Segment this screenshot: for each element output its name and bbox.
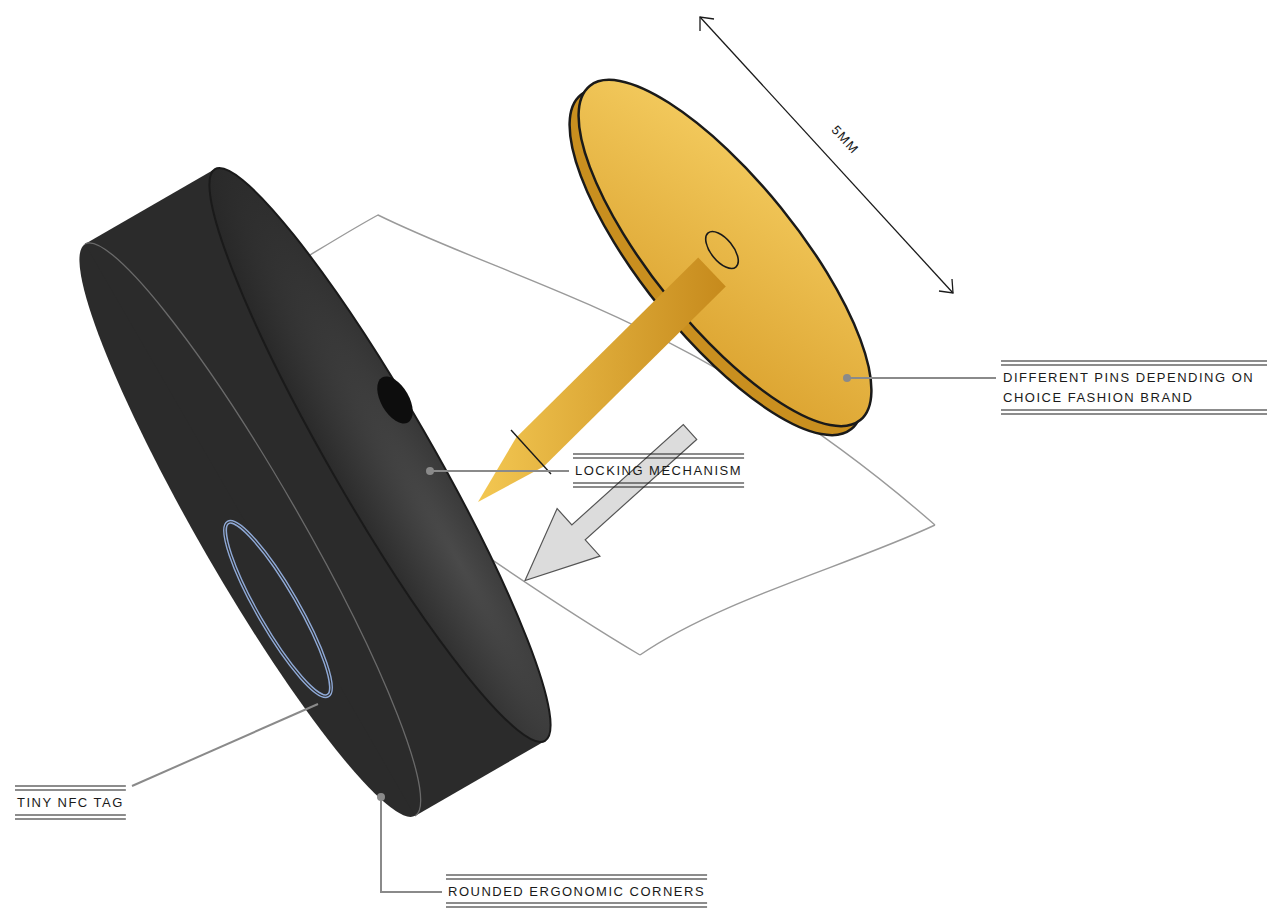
leaders xyxy=(132,378,996,892)
leader-line xyxy=(430,470,569,472)
leader-dot xyxy=(377,793,385,801)
label-rule xyxy=(573,457,744,458)
leader-line xyxy=(847,377,996,379)
label-rule xyxy=(1001,413,1267,414)
callout-label: DIFFERENT PINS DEPENDING ON CHOICE FASHI… xyxy=(1003,368,1265,408)
nfc-tag xyxy=(211,512,346,705)
rounded-rim xyxy=(85,243,421,816)
nfc-tag-inner xyxy=(211,512,346,705)
callout-label: LOCKING MECHANISM xyxy=(575,461,742,481)
dimension-label: 5MM xyxy=(826,121,863,159)
leader-dot xyxy=(426,467,434,475)
label-rule xyxy=(573,486,744,487)
label-rule xyxy=(446,874,707,875)
arrow-head xyxy=(700,17,714,31)
label-rule xyxy=(1001,360,1267,361)
label-rule xyxy=(15,814,126,815)
locking-cylinder xyxy=(42,144,589,841)
callout-label: ROUNDED ERGONOMIC CORNERS xyxy=(448,882,705,902)
label-rule xyxy=(446,902,707,903)
label-rule xyxy=(15,785,126,786)
pin-shaft-line xyxy=(511,430,551,474)
label-rule xyxy=(446,878,707,879)
label-rule xyxy=(15,789,126,790)
callout-label: TINY NFC TAG xyxy=(17,793,124,813)
label-rule xyxy=(573,453,744,454)
label-rule xyxy=(1001,364,1267,365)
block-arrow xyxy=(504,408,712,604)
label-rule xyxy=(1001,409,1267,410)
pin-hole xyxy=(370,370,420,429)
label-rule xyxy=(573,482,744,483)
arrow-head xyxy=(939,279,953,293)
fabric-edge xyxy=(640,525,935,655)
leader-dots xyxy=(377,374,851,801)
leader-line xyxy=(381,797,442,892)
label-rule xyxy=(446,906,707,907)
assembly-arrow xyxy=(504,408,712,604)
leader-line xyxy=(132,704,318,786)
leader-dot xyxy=(843,374,851,382)
label-rule xyxy=(15,818,126,819)
fashion-pin xyxy=(478,41,916,502)
